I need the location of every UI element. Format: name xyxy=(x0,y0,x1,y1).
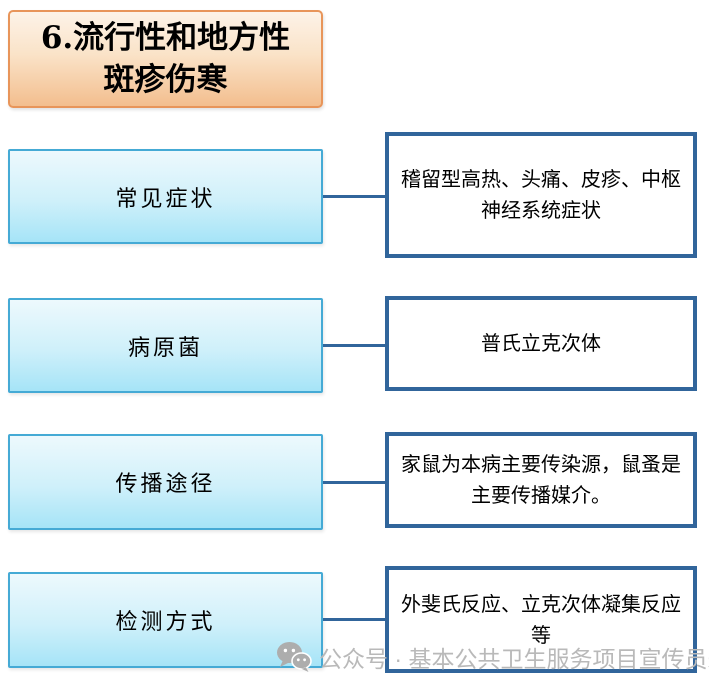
title-box: 6.流行性和地方性 斑疹伤寒 xyxy=(8,10,323,108)
detail-box-transmission: 家鼠为本病主要传染源，鼠蚤是主要传播媒介。 xyxy=(385,432,697,528)
detail-box-detection: 外斐氏反应、立克次体凝集反应等 xyxy=(385,566,697,673)
detail-text: 稽留型高热、头痛、皮疹、中枢神经系统症状 xyxy=(401,167,681,222)
connector-line-4 xyxy=(323,618,385,621)
label-box-pathogen: 病原菌 xyxy=(8,298,323,393)
detail-text: 家鼠为本病主要传染源，鼠蚤是主要传播媒介。 xyxy=(401,452,681,507)
label-box-detection: 检测方式 xyxy=(8,572,323,668)
title-line-2: 斑疹伤寒 xyxy=(103,62,228,98)
watermark: 公众号 · 基本公共卫生服务项目宣传员朱医 xyxy=(276,640,709,674)
connector-line-2 xyxy=(323,344,385,347)
watermark-text: 公众号 · 基本公共卫生服务项目宣传员朱医 xyxy=(319,646,709,672)
label-text: 常见症状 xyxy=(115,186,216,212)
title-line-1: 6.流行性和地方性 xyxy=(40,20,291,56)
detail-box-pathogen: 普氏立克次体 xyxy=(385,296,697,391)
label-text: 病原菌 xyxy=(127,335,203,361)
label-box-transmission: 传播途径 xyxy=(8,434,323,530)
connector-line-3 xyxy=(323,481,385,484)
label-text: 检测方式 xyxy=(115,610,216,635)
connector-line-1 xyxy=(323,195,385,198)
detail-box-common-symptoms: 稽留型高热、头痛、皮疹、中枢神经系统症状 xyxy=(385,132,697,258)
label-box-common-symptoms: 常见症状 xyxy=(8,149,323,244)
detail-text: 外斐氏反应、立克次体凝集反应等 xyxy=(401,591,681,647)
wechat-icon xyxy=(276,641,312,673)
detail-text: 普氏立克次体 xyxy=(481,331,601,355)
label-text: 传播途径 xyxy=(115,472,216,497)
